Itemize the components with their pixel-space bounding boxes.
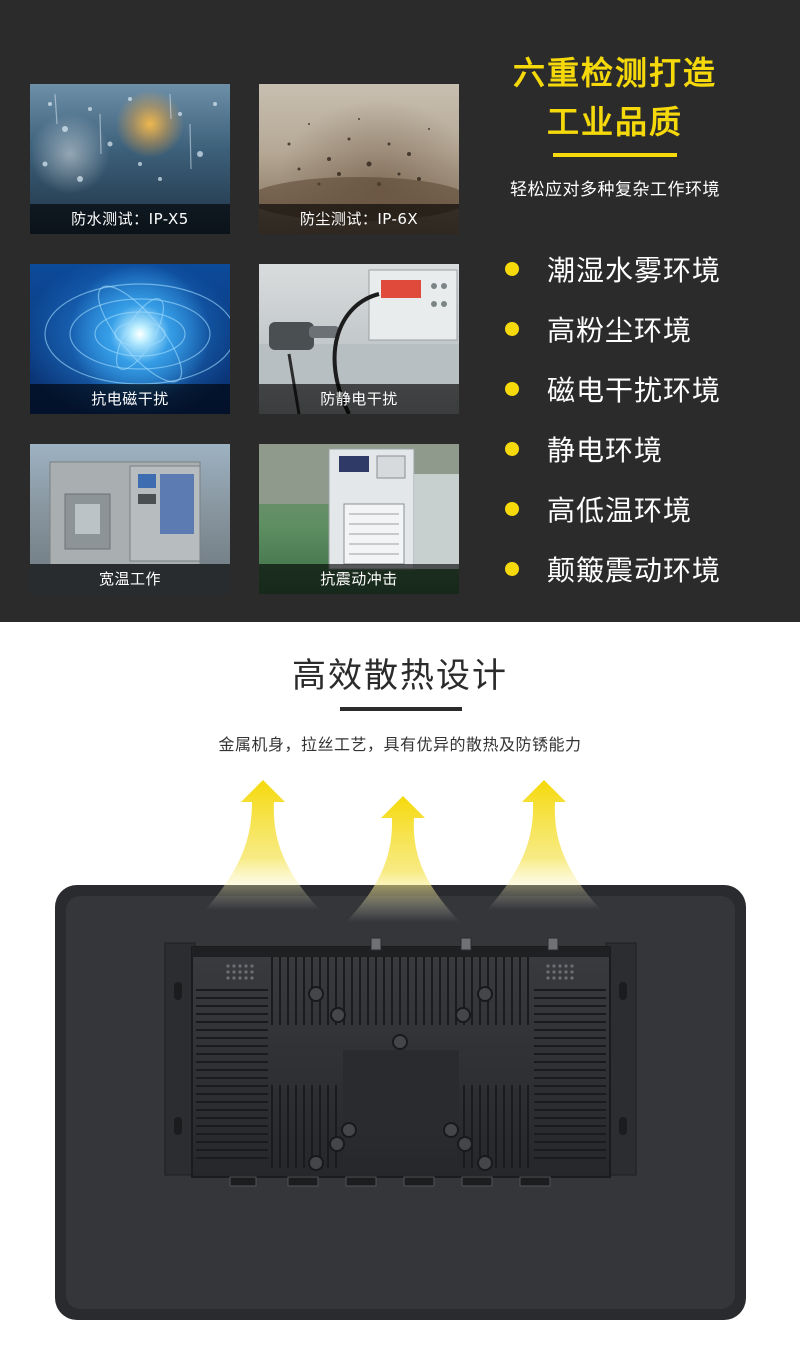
tile-wide-temp: 宽温工作 [30, 444, 230, 594]
list-item: 颠簸震动环境 [505, 551, 721, 587]
list-item: 磁电干扰环境 [505, 371, 721, 407]
tile-emi: 抗电磁干扰 [30, 264, 230, 414]
bullet-dot-icon [505, 382, 519, 396]
bullet-dot-icon [505, 322, 519, 336]
tile-caption: 防静电干扰 [259, 384, 459, 414]
list-item-label: 磁电干扰环境 [547, 374, 722, 407]
tile-caption: 宽温工作 [30, 564, 230, 594]
section-title-line2: 工业品质 [546, 103, 683, 141]
section-title-line1: 六重检测打造 [512, 54, 717, 92]
list-item-label: 潮湿水雾环境 [547, 254, 722, 287]
tile-caption: 防尘测试：IP-6X [259, 204, 459, 234]
list-item: 静电环境 [505, 431, 663, 467]
heat-section-description: 金属机身，拉丝工艺，具有优异的散热及防锈能力 [218, 735, 582, 754]
title-underline [553, 153, 677, 157]
bullet-dot-icon [505, 502, 519, 516]
bullet-dot-icon [505, 442, 519, 456]
tile-caption: 抗震动冲击 [259, 564, 459, 594]
heat-arrow-left-icon [205, 780, 320, 910]
device-back-illustration [55, 780, 746, 1320]
bullet-dot-icon [505, 562, 519, 576]
heat-arrow-center-icon [346, 796, 460, 922]
list-item-label: 静电环境 [547, 434, 664, 467]
tile-dustproof: 防尘测试：IP-6X [259, 84, 459, 234]
heat-section-title: 高效散热设计 [292, 656, 508, 696]
bullet-dot-icon [505, 262, 519, 276]
section-subtitle: 轻松应对多种复杂工作环境 [510, 180, 720, 200]
list-item-label: 高低温环境 [547, 494, 693, 527]
list-item: 高粉尘环境 [505, 311, 692, 347]
environment-section: 防水测试：IP-X5 防尘测试：IP-6X [0, 0, 800, 622]
list-item: 潮湿水雾环境 [505, 251, 721, 287]
heat-arrow-right-icon [487, 780, 601, 910]
list-item: 高低温环境 [505, 491, 692, 527]
heat-title-underline [340, 707, 462, 711]
tile-shock: 抗震动冲击 [259, 444, 459, 594]
tile-caption: 防水测试：IP-X5 [30, 204, 230, 234]
tile-esd: 防静电干扰 [259, 264, 459, 414]
list-item-label: 高粉尘环境 [547, 314, 693, 347]
tile-caption: 抗电磁干扰 [30, 384, 230, 414]
list-item-label: 颠簸震动环境 [547, 554, 722, 587]
tile-waterproof: 防水测试：IP-X5 [30, 84, 230, 234]
